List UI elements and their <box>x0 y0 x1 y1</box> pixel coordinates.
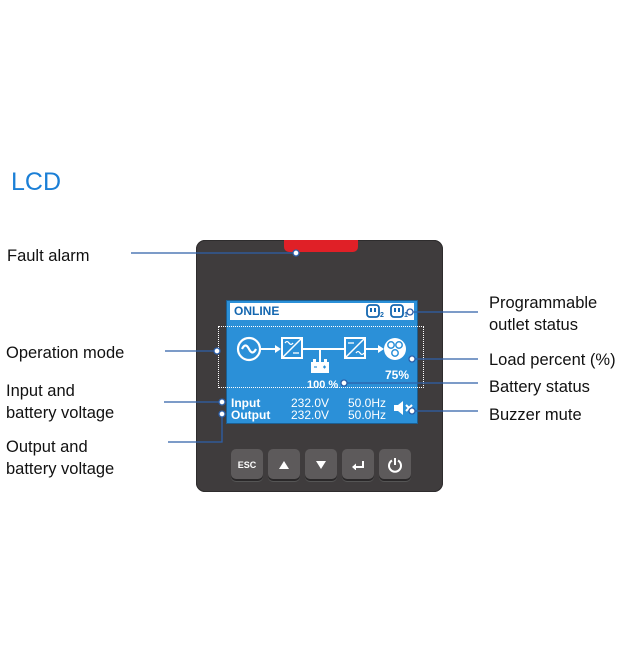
input-frequency: 50.0Hz <box>348 396 387 410</box>
battery-icon <box>311 359 329 373</box>
ups-lcd-panel: ONLINE 2 1 <box>196 240 443 492</box>
callout-battery-status: Battery status <box>489 378 590 396</box>
enter-icon <box>352 461 364 470</box>
callout-text-line: battery voltage <box>6 404 115 422</box>
leader-dot <box>408 407 416 415</box>
callout-input-battery-voltage: Input and battery voltage <box>6 380 114 424</box>
output-label: Output <box>231 408 271 422</box>
leader-dot <box>218 410 226 418</box>
battery-percent-value: 100 % <box>307 379 339 391</box>
callout-operation-mode: Operation mode <box>6 344 125 362</box>
power-button[interactable] <box>379 449 411 481</box>
outlet-number: 1 <box>404 312 408 318</box>
down-button[interactable] <box>305 449 337 481</box>
callout-text-line: Input and <box>6 382 75 400</box>
load-icon <box>384 338 406 360</box>
leader-dot <box>406 308 414 316</box>
down-arrow-icon <box>316 461 326 469</box>
enter-button[interactable] <box>342 449 374 481</box>
output-voltage: 232.0V <box>291 408 330 422</box>
leader-dot <box>218 398 226 406</box>
operation-mode-text: ONLINE <box>234 304 280 318</box>
callout-text-line: outlet status <box>489 316 578 334</box>
lcd-screen: ONLINE 2 1 <box>218 300 424 424</box>
input-label: Input <box>231 396 261 410</box>
callout-outlet-status: Programmable outlet status <box>489 292 597 336</box>
leader-dot <box>213 347 221 355</box>
operation-mode-frame <box>218 326 424 388</box>
outlet-icon: 1 <box>390 304 408 318</box>
power-icon <box>388 458 402 473</box>
callout-buzzer-mute: Buzzer mute <box>489 406 582 424</box>
callout-text-line: Output and <box>6 438 88 456</box>
section-heading: LCD <box>11 168 62 196</box>
input-voltage: 232.0V <box>291 396 330 410</box>
load-percent-value: 75% <box>385 368 410 382</box>
status-bar: ONLINE 2 1 <box>230 303 414 320</box>
callout-text-line: battery voltage <box>6 460 115 478</box>
up-button[interactable] <box>268 449 300 481</box>
fault-alarm-led <box>284 240 358 252</box>
callout-output-battery-voltage: Output and battery voltage <box>6 436 114 480</box>
outlet-number: 2 <box>380 312 384 318</box>
callout-text-line: Programmable <box>489 294 598 312</box>
up-arrow-icon <box>279 461 289 469</box>
leader-dot <box>292 249 300 257</box>
output-frequency: 50.0Hz <box>348 408 387 422</box>
callout-load-percent: Load percent (%) <box>489 351 616 369</box>
leader-dot <box>408 355 416 363</box>
leader-line <box>168 414 223 443</box>
leader-dot <box>340 379 348 387</box>
outlet-icon: 2 <box>366 304 384 318</box>
esc-button[interactable]: ESC <box>231 449 263 481</box>
callout-fault-alarm: Fault alarm <box>7 247 90 265</box>
power-flow-diagram <box>236 336 406 373</box>
